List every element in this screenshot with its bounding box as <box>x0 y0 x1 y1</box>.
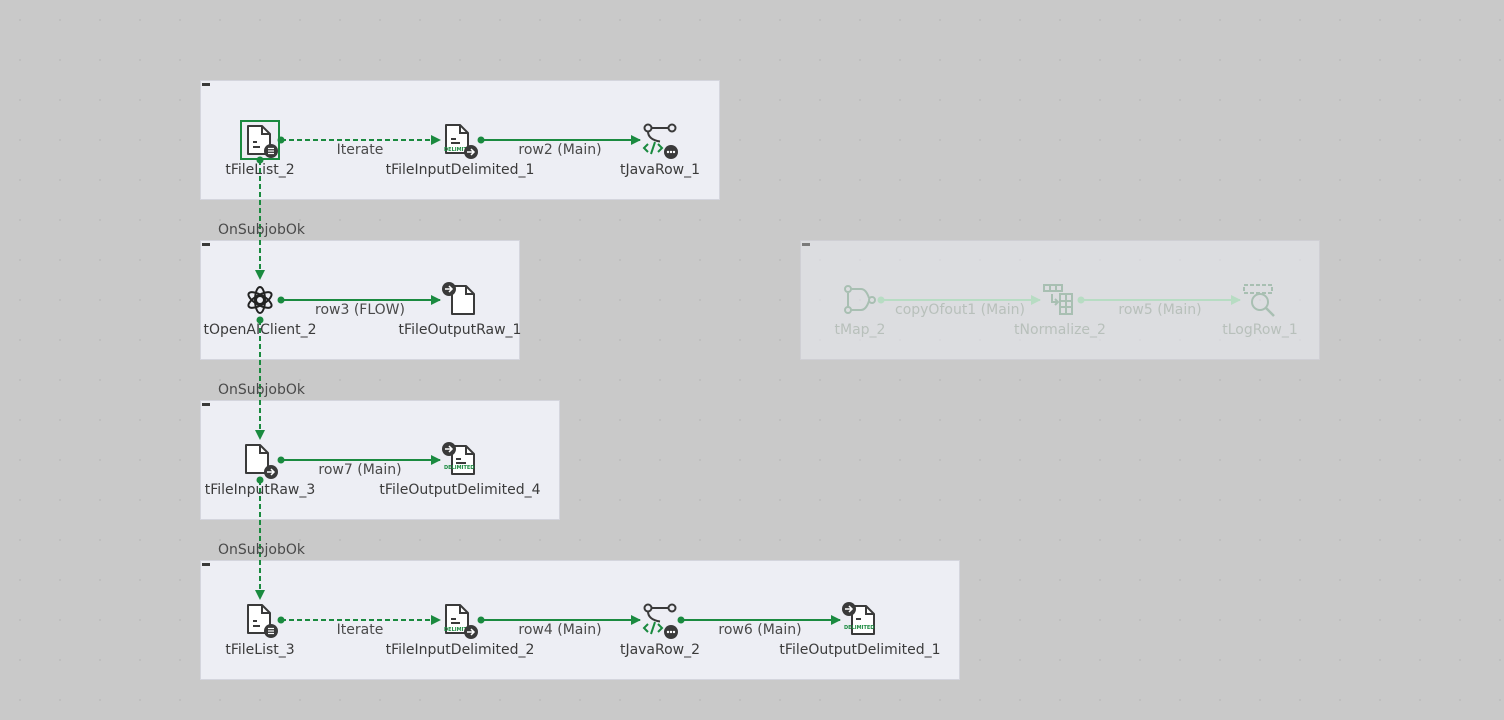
trigger-label[interactable]: OnSubjobOk <box>218 222 306 238</box>
component-label[interactable]: tFileInputRaw_3 <box>204 482 316 498</box>
component-label[interactable]: tNormalize_2 <box>1014 322 1106 338</box>
java-row-icon <box>642 123 678 159</box>
collapse-button[interactable] <box>202 563 210 566</box>
collapse-button[interactable] <box>202 83 210 86</box>
component-label[interactable]: tFileInputDelimited_1 <box>385 162 535 178</box>
component-label[interactable]: tMap_2 <box>834 322 886 338</box>
link-label[interactable]: Iterate <box>336 622 384 638</box>
component-label[interactable]: tFileOutputDelimited_4 <box>379 482 541 498</box>
delimited-tag: DELIMITED <box>444 627 474 633</box>
file-output-raw-icon <box>442 282 475 315</box>
file-input-delimited-icon: DELIMITED <box>444 604 478 639</box>
component-tnormalize-2[interactable] <box>1040 280 1084 320</box>
file-input-raw-icon <box>245 444 278 479</box>
component-topenaiclient-2[interactable] <box>240 280 284 320</box>
trigger-label[interactable]: OnSubjobOk <box>218 542 306 558</box>
link-label[interactable]: row3 (FLOW) <box>315 302 405 318</box>
component-tfileoutputraw-1[interactable] <box>440 280 484 320</box>
link-row5[interactable] <box>1077 295 1241 305</box>
link-label[interactable]: row4 (Main) <box>518 622 602 638</box>
link-label[interactable]: copyOfout1 (Main) <box>894 302 1026 318</box>
component-tfilelist-3[interactable] <box>240 600 284 640</box>
link-label[interactable]: row2 (Main) <box>518 142 602 158</box>
trigger-onsubjobok-2[interactable] <box>255 316 265 440</box>
map-icon <box>844 285 876 314</box>
trigger-label[interactable]: OnSubjobOk <box>218 382 306 398</box>
component-label[interactable]: tFileList_2 <box>225 162 295 178</box>
component-tlogrow-1[interactable] <box>1240 280 1284 320</box>
link-label[interactable]: row7 (Main) <box>318 462 402 478</box>
file-list-icon <box>240 120 280 160</box>
collapse-button[interactable] <box>202 403 210 406</box>
link-row7[interactable] <box>277 455 441 465</box>
delimited-tag: DELIMITED <box>844 625 874 631</box>
component-label[interactable]: tLogRow_1 <box>1222 322 1298 338</box>
component-tfileoutputdelimited-1[interactable]: DELIMITED <box>840 600 884 640</box>
file-input-delimited-icon: DELIMITED <box>444 124 478 159</box>
link-row2[interactable] <box>477 135 641 145</box>
collapse-button[interactable] <box>802 243 810 246</box>
component-tmap-2[interactable] <box>840 280 884 320</box>
component-tfileinputdelimited-2[interactable]: DELIMITED <box>440 600 484 640</box>
component-tfileinputdelimited-1[interactable]: DELIMITED <box>440 120 484 160</box>
component-tfilelist-2[interactable] <box>240 120 284 160</box>
link-label[interactable]: row5 (Main) <box>1118 302 1202 318</box>
component-label[interactable]: tFileOutputRaw_1 <box>398 322 522 338</box>
link-row4[interactable] <box>477 615 641 625</box>
component-label[interactable]: tFileList_3 <box>225 642 295 658</box>
file-output-delimited-icon: DELIMITED <box>842 602 875 635</box>
file-output-delimited-icon: DELIMITED <box>442 442 475 475</box>
component-label[interactable]: tJavaRow_2 <box>619 642 701 658</box>
link-row6[interactable] <box>677 615 841 625</box>
component-tfileoutputdelimited-4[interactable]: DELIMITED <box>440 440 484 480</box>
link-label[interactable]: Iterate <box>336 142 384 158</box>
log-row-icon <box>1243 284 1275 317</box>
java-row-icon <box>642 603 678 639</box>
normalize-icon <box>1043 284 1073 315</box>
component-label[interactable]: tOpenAIClient_2 <box>203 322 317 338</box>
component-tjavarow-1[interactable] <box>640 120 684 160</box>
delimited-tag: DELIMITED <box>444 465 474 471</box>
link-row3[interactable] <box>277 295 441 305</box>
component-tjavarow-2[interactable] <box>640 600 684 640</box>
link-copyofout1[interactable] <box>877 295 1041 305</box>
openai-icon <box>247 286 273 314</box>
component-label[interactable]: tJavaRow_1 <box>619 162 701 178</box>
component-tfileinputraw-3[interactable] <box>240 440 284 480</box>
delimited-tag: DELIMITED <box>444 147 474 153</box>
component-label[interactable]: tFileOutputDelimited_1 <box>779 642 941 658</box>
component-label[interactable]: tFileInputDelimited_2 <box>385 642 535 658</box>
collapse-button[interactable] <box>202 243 210 246</box>
link-iterate-2[interactable] <box>277 615 441 625</box>
trigger-onsubjobok-3[interactable] <box>255 476 265 600</box>
file-list-icon <box>247 604 278 638</box>
link-label[interactable]: row6 (Main) <box>718 622 802 638</box>
